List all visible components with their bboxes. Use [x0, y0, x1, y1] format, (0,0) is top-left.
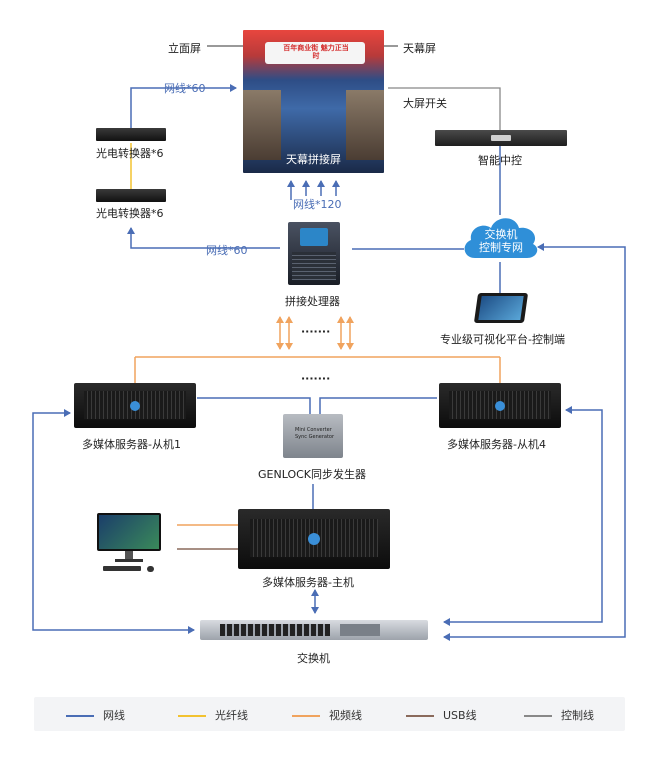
screen-right-label: 天幕屏	[403, 42, 436, 55]
screen-street-left	[243, 90, 281, 160]
genlock-line-right	[319, 397, 437, 414]
net-mid-label: 网线*60	[206, 244, 248, 257]
legend-control-label: 控制线	[561, 709, 594, 722]
cloud-line2: 控制专网	[479, 241, 523, 254]
net-line-slave4	[443, 406, 603, 626]
legend-item-network: 网线	[66, 707, 125, 723]
genlock-label: GENLOCK同步发生器	[258, 468, 366, 481]
fiber-converter-top-device	[96, 128, 166, 141]
genlock-line-left	[197, 397, 311, 414]
fiber-converter-top-label: 光电转换器*6	[96, 147, 164, 160]
legend-fiber-label: 光纤线	[215, 709, 248, 722]
legend-usb-label: USB线	[443, 709, 477, 722]
dots-lower: ·······	[301, 372, 331, 385]
legend-video-label: 视频线	[329, 709, 362, 722]
net-top-label: 网线*60	[164, 82, 206, 95]
cloud-icon: 交换机 控制专网	[461, 212, 541, 262]
monitor	[97, 513, 161, 575]
screen-banner-text: 百年商业街 魅力正当时	[283, 44, 349, 60]
switch-device	[200, 620, 428, 640]
net-line-top	[130, 84, 237, 128]
screen-left-label: 立面屏	[168, 42, 201, 55]
net-line-slave1	[32, 409, 195, 634]
fiber-converter-bottom-device	[96, 189, 166, 202]
ceiling-screen: 百年商业街 魅力正当时 天幕拼接屏	[243, 30, 384, 173]
control-line-switch	[388, 87, 501, 130]
genlock-device: Mini Converter Sync Generator	[283, 414, 343, 458]
switch-label: 交换机	[297, 652, 330, 665]
dots-upper: ·······	[301, 325, 331, 338]
legend: 网线 光纤线 视频线 USB线 控制线	[34, 697, 625, 731]
master-server	[238, 509, 390, 569]
central-control-device	[435, 130, 567, 146]
net-line-right-loop	[443, 243, 626, 641]
platform-tablet	[473, 293, 529, 323]
screen-name: 天幕拼接屏	[286, 153, 341, 166]
big-screen-switch-label: 大屏开关	[403, 97, 447, 110]
genlock-device-text2: Sync Generator	[295, 434, 335, 440]
processor-label: 拼接处理器	[285, 295, 340, 308]
screen-banner	[265, 42, 365, 64]
legend-network-label: 网线	[103, 709, 125, 722]
fiber-converter-bottom-label: 光电转换器*6	[96, 207, 164, 220]
slave1-server	[74, 383, 196, 428]
legend-item-video: 视频线	[292, 707, 362, 723]
legend-item-fiber: 光纤线	[178, 707, 248, 723]
master-label: 多媒体服务器-主机	[262, 576, 354, 589]
processor-device	[288, 222, 340, 285]
central-control-label: 智能中控	[478, 154, 522, 167]
slave4-label: 多媒体服务器-从机4	[447, 438, 546, 451]
legend-item-control: 控制线	[524, 707, 594, 723]
net-line-mid	[127, 227, 280, 249]
screen-street-right	[346, 90, 384, 160]
cloud-line1: 交换机	[484, 228, 518, 241]
legend-item-usb: USB线	[406, 707, 477, 723]
genlock-device-text1: Mini Converter	[295, 427, 332, 433]
platform-label: 专业级可视化平台-控制端	[440, 333, 565, 346]
slave4-server	[439, 383, 561, 428]
slave1-label: 多媒体服务器-从机1	[82, 438, 181, 451]
net120-label: 网线*120	[293, 196, 342, 212]
